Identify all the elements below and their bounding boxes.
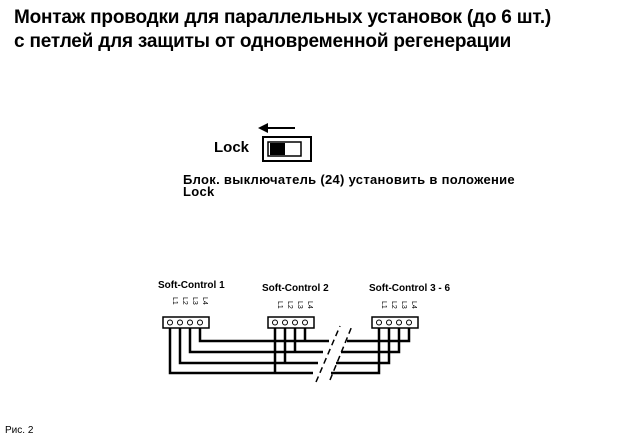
controller-3-label: Soft-Control 3 - 6: [369, 283, 451, 294]
arrow-left-icon: [258, 123, 268, 133]
title-line-2: с петлей для защиты от одновременной рег…: [14, 31, 512, 52]
terminal-screw: [302, 319, 308, 326]
instruction-line-2: Lock: [183, 184, 215, 199]
controller-3-terminal-label: L4: [410, 301, 417, 309]
terminal-strip: [267, 316, 315, 329]
controller-1-terminal-label: L2: [181, 297, 188, 305]
wire-l3-continuation: [341, 328, 401, 354]
wire-l1: [168, 328, 313, 375]
terminal-screw: [177, 319, 183, 326]
switch-knob: [270, 143, 285, 155]
terminal-strip: [162, 316, 210, 329]
controller-3-terminal-label: L1: [380, 301, 387, 309]
break-line: [315, 325, 341, 383]
terminal-screw: [396, 319, 402, 326]
wire-l4-continuation: [347, 328, 411, 343]
controller-2-terminal-label: L2: [286, 301, 293, 309]
lock-switch: [258, 123, 312, 162]
terminal-screw: [292, 319, 298, 326]
terminal-screw: [406, 319, 412, 326]
controller-2-terminal-label: L1: [276, 301, 283, 309]
terminal-screw: [376, 319, 382, 326]
controller-2-terminal-label: L3: [296, 301, 303, 309]
wire-l2: [178, 328, 318, 365]
controller-1-terminal-label: L3: [191, 297, 198, 305]
controller-3-terminal-label: L2: [390, 301, 397, 309]
break-marks: [315, 325, 353, 383]
figure-caption: Рис. 2: [5, 425, 34, 436]
controller-3-terminal-label: L3: [400, 301, 407, 309]
terminal-screw: [386, 319, 392, 326]
terminal-screw: [167, 319, 173, 326]
controller-1-terminal-label: L4: [201, 297, 208, 305]
terminal-screw: [272, 319, 278, 326]
terminal-strip: [371, 316, 419, 329]
controller-3-terminal-block: L1 L2 L3 L4: [371, 301, 419, 329]
controller-2-terminal-block: L1 L2 L3 L4: [267, 301, 315, 329]
wire-l1-continuation: [331, 328, 381, 375]
wire-l4: [198, 328, 329, 343]
controller-1-terminal-label: L1: [171, 297, 178, 305]
wiring-bus: [168, 328, 411, 375]
instruction-line-1: Блок. выключатель (24) установить в поло…: [183, 172, 515, 187]
lock-label: Lock: [214, 139, 250, 156]
terminal-screw: [187, 319, 193, 326]
controller-2-label: Soft-Control 2: [262, 283, 329, 294]
title-line-1: Монтаж проводки для параллельных установ…: [14, 7, 552, 28]
wire-l2-continuation: [336, 328, 391, 365]
wire-l3: [188, 328, 323, 354]
controller-1-terminal-block: L1 L2 L3 L4: [162, 297, 210, 329]
switch-instruction: Блок. выключатель (24) установить в поло…: [183, 172, 515, 199]
terminal-screw: [282, 319, 288, 326]
controller-1-label: Soft-Control 1: [158, 280, 225, 291]
terminal-screw: [197, 319, 203, 326]
controller-2-terminal-label: L4: [306, 301, 313, 309]
diagram-title: Монтаж проводки для параллельных установ…: [14, 6, 551, 54]
